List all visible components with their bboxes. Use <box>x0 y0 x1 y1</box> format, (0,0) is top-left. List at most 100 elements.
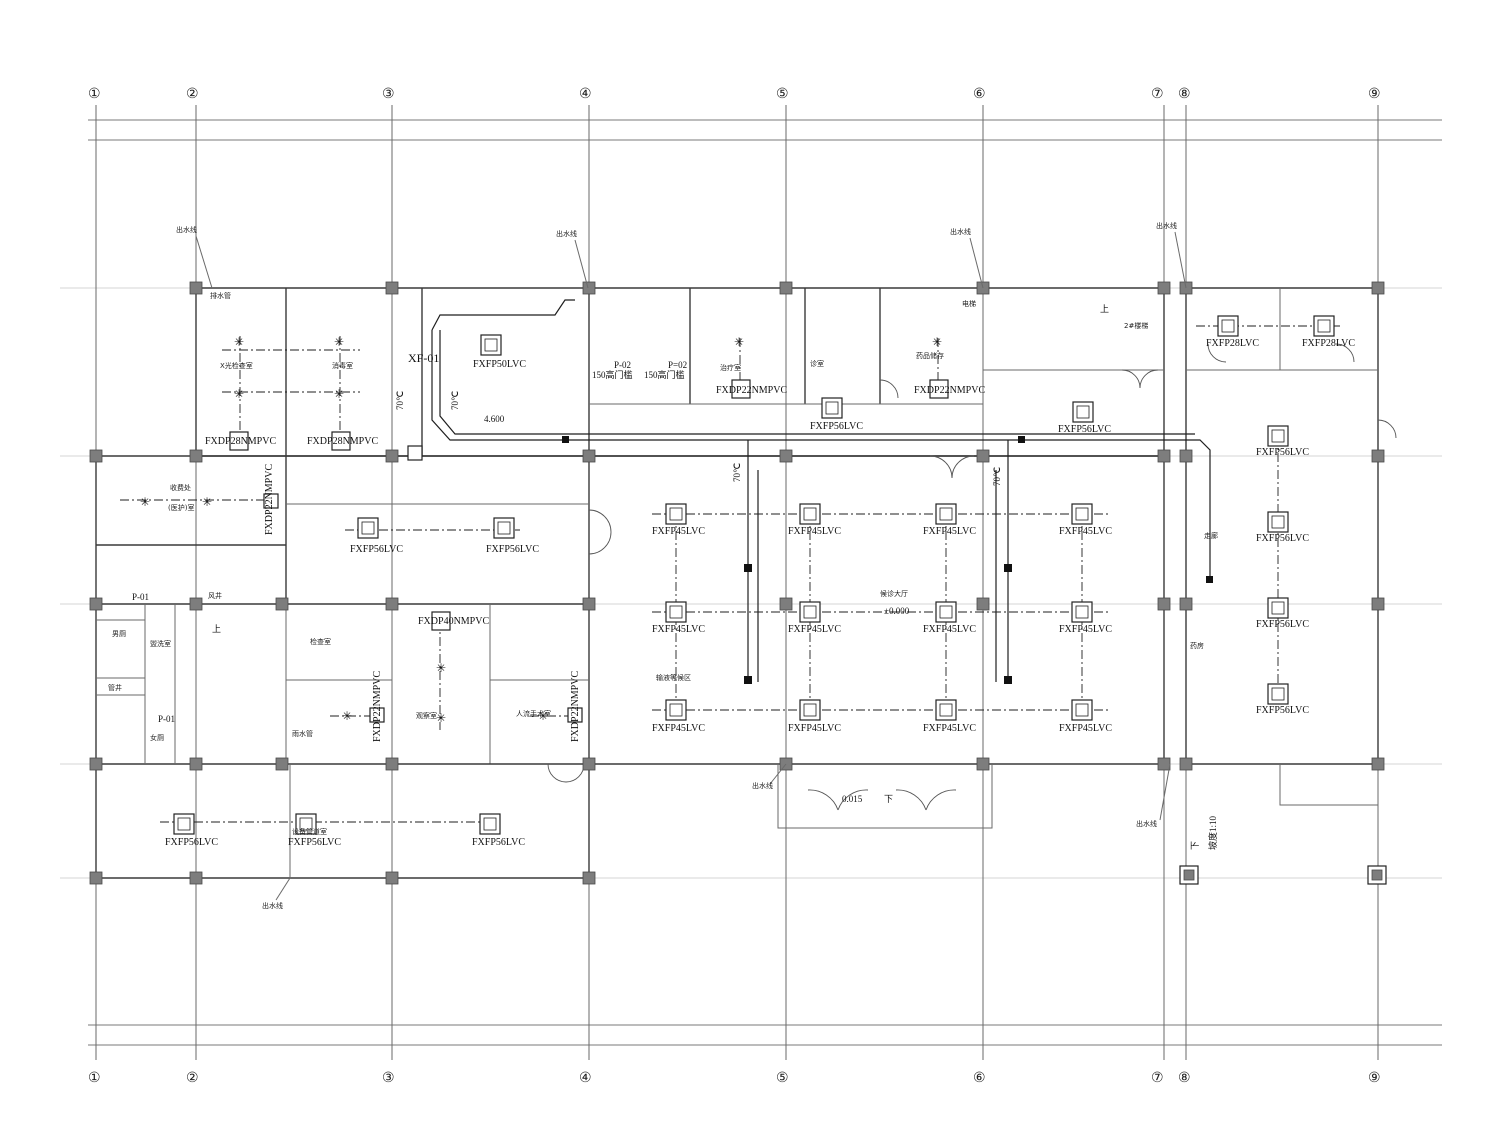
cassette-unit[interactable]: FXFP56LVC <box>1256 683 1309 716</box>
cassette-unit[interactable]: FXFP56LVC <box>1256 425 1309 458</box>
cassette-unit[interactable]: FXFP28LVC <box>1206 315 1259 349</box>
columns <box>89 281 1387 885</box>
svg-text:✳: ✳ <box>342 709 352 723</box>
temp-label: 70℃ <box>732 463 742 482</box>
svg-text:✳: ✳ <box>436 661 446 675</box>
cassette-unit[interactable]: FXFP45LVC <box>923 699 976 734</box>
cassette-unit[interactable]: FXFP45LVC <box>652 503 705 537</box>
room-label: 女厕 <box>150 733 164 742</box>
cassette-unit[interactable]: FXFP56LVC <box>472 813 525 848</box>
unit-label: FXFP56LVC <box>165 837 218 848</box>
room-label: 候诊大厅 <box>880 589 908 598</box>
cassette-unit[interactable]: FXFP56LVC <box>1256 597 1309 630</box>
cassette-unit[interactable]: FXFP45LVC <box>1059 699 1112 734</box>
doors <box>547 343 1397 811</box>
cassette-unit[interactable]: FXFP56LVC <box>350 517 403 555</box>
exhaust-fan-tag: XF-01 <box>408 351 439 365</box>
duct-unit[interactable]: FXDP22NMPVC <box>263 464 279 535</box>
drain-note: 出水线 <box>176 225 197 234</box>
duct-unit[interactable]: FXDP28NMPVC <box>205 431 276 451</box>
cassette-unit[interactable]: FXFP28LVC <box>1302 315 1355 349</box>
unit-label: FXFP56LVC <box>472 837 525 848</box>
duct-unit[interactable]: FXDP28NMPVC <box>307 431 378 451</box>
unit-label: FXFP56LVC <box>1256 705 1309 716</box>
room-label: 设备管道室 <box>292 827 327 836</box>
unit-label: FXFP45LVC <box>1059 624 1112 635</box>
duct-unit-label: FXDP28NMPVC <box>307 436 378 447</box>
unit-label: FXFP45LVC <box>923 526 976 537</box>
svg-text:✳: ✳ <box>202 495 212 509</box>
drain-note: 出水线 <box>752 781 773 790</box>
duct-unit[interactable]: FXDP22NMPVC <box>716 379 787 399</box>
cassette-unit[interactable]: FXFP56LVC <box>165 813 218 848</box>
cassette-unit[interactable]: FXFP45LVC <box>923 503 976 537</box>
svg-text:✳: ✳ <box>334 335 344 349</box>
drain-notes: 出水线 出水线 出水线 出水线 出水线 出水线 出水线 <box>176 221 1187 910</box>
duct-units: FXDP28NMPVC FXDP28NMPVC FXDP22NMPVC FXDP… <box>205 379 985 742</box>
drain-note: 出水线 <box>1136 819 1157 828</box>
axis-label-bottom-3: ③ <box>382 1071 395 1086</box>
unit-label: FXFP45LVC <box>1059 723 1112 734</box>
cassette-unit[interactable]: FXFP45LVC <box>788 699 841 734</box>
svg-text:✳: ✳ <box>140 495 150 509</box>
duct-unit[interactable]: FXDP22NMPVC <box>914 379 985 399</box>
pump-tag: P-01 <box>158 714 175 724</box>
axis-bubbles-top: ① ② ③ ④ ⑤ ⑥ ⑦ ⑧ ⑨ <box>88 87 1381 102</box>
unit-label: FXFP28LVC <box>1302 338 1355 349</box>
cassette-unit[interactable]: FXFP56LVC <box>486 517 539 555</box>
room-label: 雨水管 <box>292 729 313 738</box>
cassette-unit[interactable]: FXFP56LVC <box>288 813 341 848</box>
unit-label: FXFP50LVC <box>473 359 526 370</box>
duct-unit[interactable]: FXDP22NMPVC <box>567 671 583 742</box>
unit-label: FXFP45LVC <box>788 526 841 537</box>
duct-unit[interactable]: FXDP40NMPVC <box>418 611 489 631</box>
axis-label-bottom-8: ⑧ <box>1178 1071 1191 1086</box>
elevation-label: ±0.000 <box>884 606 910 616</box>
cassette-unit[interactable]: FXFP56LVC <box>1058 401 1111 435</box>
svg-text:✳: ✳ <box>932 335 942 349</box>
axis-label-top-2: ② <box>186 87 199 102</box>
cassette-unit[interactable]: FXFP45LVC <box>788 601 841 635</box>
unit-label: FXFP56LVC <box>1256 533 1309 544</box>
room-label: 消毒室 <box>332 361 353 370</box>
cassette-unit[interactable]: FXFP45LVC <box>1059 601 1112 635</box>
walls <box>95 287 1379 879</box>
cassette-unit[interactable]: FXFP45LVC <box>788 503 841 537</box>
duct-unit[interactable]: FXDP22NMPVC <box>369 671 385 742</box>
cassette-unit[interactable]: FXFP45LVC <box>1059 503 1112 537</box>
down-label: 下 <box>1190 841 1200 850</box>
unit-label: FXFP28LVC <box>1206 338 1259 349</box>
room-label: 排水管 <box>210 291 231 300</box>
pump-tag: P-02 <box>614 360 631 370</box>
temp-label: 70℃ <box>450 391 460 410</box>
room-label: 男厕 <box>112 630 126 638</box>
room-label: 药品储存 <box>916 351 944 360</box>
cassette-unit[interactable]: FXFP45LVC <box>652 601 705 635</box>
duct-unit-label: FXDP22NMPVC <box>716 385 787 396</box>
cassette-unit[interactable]: FXFP45LVC <box>923 601 976 635</box>
axis-label-top-8: ⑧ <box>1178 87 1191 102</box>
svg-text:✳: ✳ <box>234 387 244 401</box>
room-label: 风井 <box>208 591 222 600</box>
cassette-unit[interactable]: FXFP50LVC <box>473 334 526 370</box>
temp-label: 70℃ <box>992 467 1002 486</box>
room-label: 走廊 <box>1204 531 1218 540</box>
axis-label-top-7: ⑦ <box>1151 87 1164 102</box>
unit-label: FXFP45LVC <box>923 723 976 734</box>
svg-text:✳: ✳ <box>734 335 744 349</box>
refrigerant-piping <box>407 299 1213 684</box>
drain-note: 出水线 <box>1156 221 1177 230</box>
cassette-unit[interactable]: FXFP56LVC <box>810 397 863 432</box>
room-label: 观察室 <box>416 711 437 720</box>
room-label: 诊室 <box>810 359 824 368</box>
elevation-label: 4.600 <box>484 414 505 424</box>
unit-label: FXFP56LVC <box>1256 619 1309 630</box>
unit-label: FXFP56LVC <box>288 837 341 848</box>
cassette-unit[interactable]: FXFP45LVC <box>652 699 705 734</box>
slope-label: 坡度1:10 <box>1207 815 1218 850</box>
unit-label: FXFP56LVC <box>1256 447 1309 458</box>
cassette-unit[interactable]: FXFP56LVC <box>1256 511 1309 544</box>
unit-label: FXFP56LVC <box>810 421 863 432</box>
unit-label: FXFP56LVC <box>1058 424 1111 435</box>
door-sill-note: 150高门槛 <box>644 369 685 380</box>
